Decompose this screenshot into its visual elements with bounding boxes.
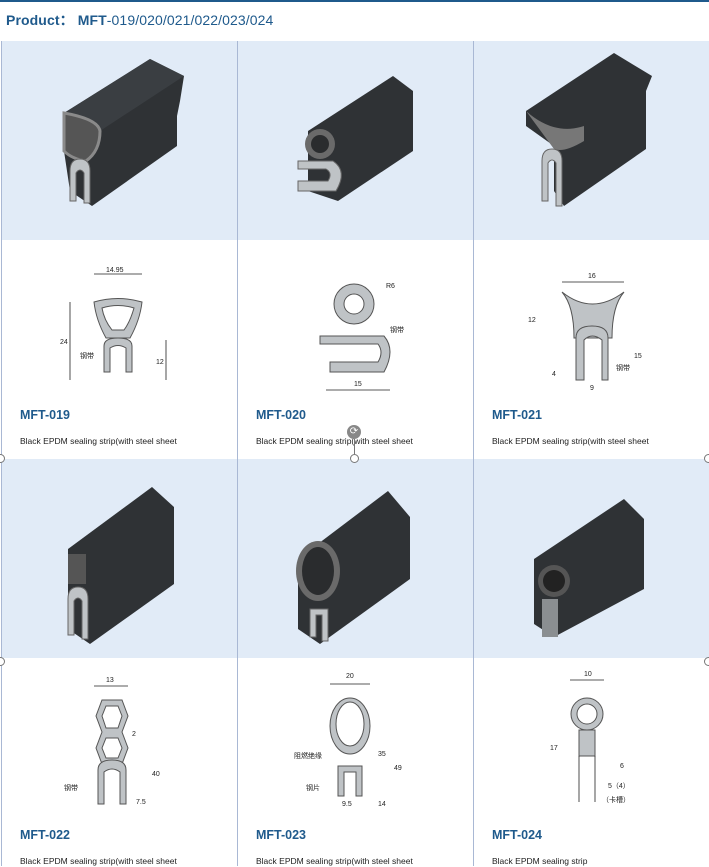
svg-text:9.5: 9.5 bbox=[342, 801, 352, 808]
product-title: MFT-022 bbox=[20, 828, 71, 842]
svg-text:10: 10 bbox=[584, 671, 592, 678]
svg-text:6: 6 bbox=[620, 763, 624, 770]
svg-text:20: 20 bbox=[346, 673, 354, 680]
product-card-mft-021[interactable]: 16 12 15 4 9 钢带 MFT-021 Black EPDM seali… bbox=[473, 240, 709, 459]
svg-text:9: 9 bbox=[590, 385, 594, 392]
profile-drawing-icon: 13 2 40 7.5 钢带 bbox=[64, 677, 160, 806]
profile-drawing-icon: R6 钢带 15 bbox=[319, 283, 404, 391]
svg-text:16: 16 bbox=[588, 273, 596, 280]
page-title: Product： MFT-019/020/021/022/023/024 bbox=[6, 10, 273, 30]
svg-text:14: 14 bbox=[378, 801, 386, 808]
svg-text:阻燃绝缘: 阻燃绝缘 bbox=[294, 751, 322, 760]
drawing-row-1: 14.95 24 12 钢带 MFT-019 Black EPDM sealin… bbox=[1, 240, 709, 459]
svg-text:R6: R6 bbox=[386, 283, 395, 290]
profile-drawing-icon: 16 12 15 4 9 钢带 bbox=[528, 273, 642, 392]
product-photo-mft-023[interactable] bbox=[237, 459, 473, 658]
rotate-handle-stem bbox=[354, 439, 355, 454]
product-title: MFT-021 bbox=[492, 408, 543, 422]
rubber-strip-3d-icon bbox=[534, 499, 644, 637]
resize-handle-top[interactable] bbox=[350, 454, 359, 463]
photo-row-2 bbox=[1, 459, 709, 658]
svg-text:5（4）: 5（4） bbox=[608, 782, 630, 790]
resize-handle-right[interactable] bbox=[704, 657, 709, 666]
product-card-mft-022[interactable]: 13 2 40 7.5 钢带 MFT-022 Black EPDM sealin… bbox=[1, 658, 237, 866]
profile-drawing-icon: 14.95 24 12 钢带 bbox=[60, 267, 167, 380]
svg-text:钢带: 钢带 bbox=[64, 783, 78, 792]
product-description: Black EPDM sealing strip(with steel shee… bbox=[492, 436, 649, 446]
product-description: Black EPDM sealing strip bbox=[492, 856, 588, 866]
svg-text:13: 13 bbox=[106, 677, 114, 684]
svg-text:（卡槽）: （卡槽） bbox=[602, 795, 630, 804]
svg-text:40: 40 bbox=[152, 771, 160, 778]
resize-handle-top-right[interactable] bbox=[704, 454, 709, 463]
product-card-mft-020[interactable]: R6 钢带 15 MFT-020 Black EPDM sealing stri… bbox=[237, 240, 473, 459]
rubber-strip-3d-icon bbox=[526, 53, 652, 207]
photo-row-1 bbox=[1, 41, 709, 240]
product-grid: 14.95 24 12 钢带 MFT-019 Black EPDM sealin… bbox=[1, 41, 709, 866]
product-title: MFT-024 bbox=[492, 828, 543, 842]
product-description: Black EPDM sealing strip(with steel shee… bbox=[256, 856, 413, 866]
svg-text:12: 12 bbox=[528, 317, 536, 324]
svg-text:2: 2 bbox=[132, 731, 136, 738]
svg-text:14.95: 14.95 bbox=[106, 267, 124, 274]
svg-text:4: 4 bbox=[552, 371, 556, 378]
product-card-mft-023[interactable]: 20 35 49 9.5 14 阻燃绝缘 钢片 MFT-023 Black EP… bbox=[237, 658, 473, 866]
svg-text:钢带: 钢带 bbox=[616, 363, 630, 372]
rubber-strip-3d-icon bbox=[297, 76, 413, 201]
rotate-handle-icon[interactable]: ⟳ bbox=[347, 425, 361, 439]
svg-text:钢带: 钢带 bbox=[80, 351, 94, 360]
product-codes: MFT-019/020/021/022/023/024 bbox=[77, 12, 274, 28]
svg-text:35: 35 bbox=[378, 751, 386, 758]
svg-text:15: 15 bbox=[634, 353, 642, 360]
product-photo-mft-019[interactable] bbox=[1, 41, 237, 240]
product-title: MFT-023 bbox=[256, 828, 307, 842]
product-photo-mft-024[interactable] bbox=[473, 459, 709, 658]
product-photo-mft-021[interactable] bbox=[473, 41, 709, 240]
svg-text:24: 24 bbox=[60, 339, 68, 346]
product-title: MFT-020 bbox=[256, 408, 307, 422]
svg-text:7.5: 7.5 bbox=[136, 799, 146, 806]
product-description: Black EPDM sealing strip(with steel shee… bbox=[256, 436, 413, 446]
product-photo-mft-022[interactable] bbox=[1, 459, 237, 658]
header-top-rule bbox=[0, 0, 709, 2]
rubber-strip-3d-icon bbox=[62, 59, 184, 206]
svg-text:钢带: 钢带 bbox=[390, 325, 404, 334]
product-label: Product： bbox=[6, 12, 74, 28]
profile-drawing-icon: 20 35 49 9.5 14 阻燃绝缘 钢片 bbox=[294, 673, 402, 808]
product-title: MFT-019 bbox=[20, 408, 71, 422]
svg-text:15: 15 bbox=[354, 381, 362, 388]
product-description: Black EPDM sealing strip(with steel shee… bbox=[20, 436, 177, 446]
svg-text:17: 17 bbox=[550, 745, 558, 752]
svg-text:12: 12 bbox=[156, 359, 164, 366]
product-card-mft-024[interactable]: 10 17 6 5（4） （卡槽） MFT-024 Black EPDM sea… bbox=[473, 658, 709, 866]
product-card-mft-019[interactable]: 14.95 24 12 钢带 MFT-019 Black EPDM sealin… bbox=[1, 240, 237, 459]
svg-text:49: 49 bbox=[394, 765, 402, 772]
svg-text:钢片: 钢片 bbox=[306, 783, 320, 792]
profile-drawing-icon: 10 17 6 5（4） （卡槽） bbox=[550, 671, 630, 804]
resize-handle-left[interactable] bbox=[0, 657, 5, 666]
product-photo-mft-020[interactable] bbox=[237, 41, 473, 240]
rubber-strip-3d-icon bbox=[296, 491, 410, 644]
resize-handle-top-left[interactable] bbox=[0, 454, 5, 463]
product-description: Black EPDM sealing strip(with steel shee… bbox=[20, 856, 177, 866]
drawing-row-2: 13 2 40 7.5 钢带 MFT-022 Black EPDM sealin… bbox=[1, 658, 709, 866]
rubber-strip-3d-icon bbox=[67, 487, 174, 644]
